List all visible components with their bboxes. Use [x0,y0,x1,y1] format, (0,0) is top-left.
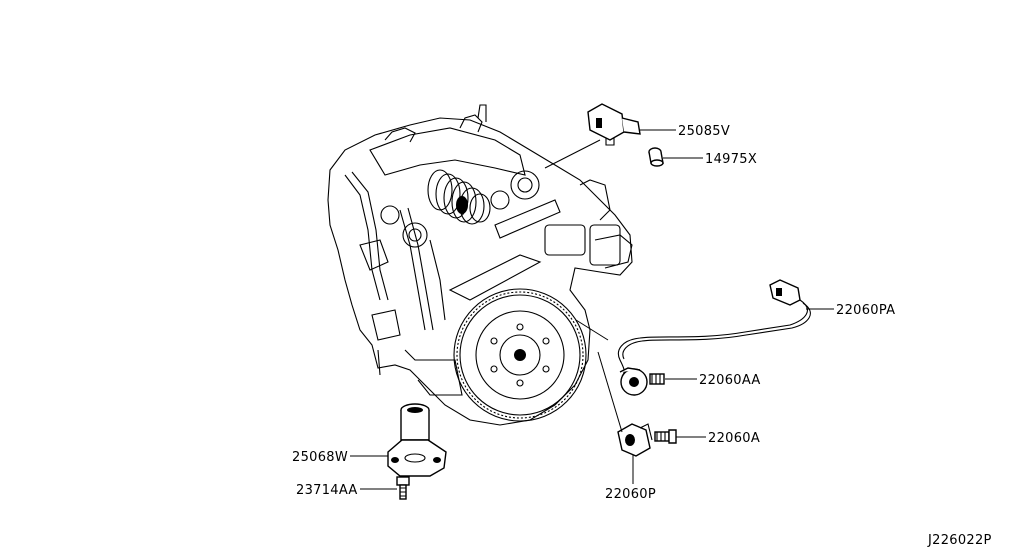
drawing-id: J226022P [927,533,992,548]
mount-bolt-part [396,476,410,500]
sensor-connector-part [587,103,641,146]
label-25068W: 25068W [292,450,348,465]
label-22060AA: 22060AA [699,373,761,388]
flywheel [453,288,587,422]
oring-part [648,147,664,167]
label-23714AA: 23714AA [296,483,358,498]
label-22060PA: 22060PA [836,303,895,318]
leader-lines [350,129,834,490]
label-14975X: 14975X [705,152,757,167]
oil-pressure-switch-part [387,403,447,477]
knock-sensor-part [619,367,665,396]
position-sensor-part [617,423,653,457]
label-22060A: 22060A [708,431,760,446]
intake-hose [427,169,491,225]
sensor-bolt-part [654,429,677,444]
engine-assembly [327,104,633,426]
sensor-harness-part [617,279,811,377]
label-22060P: 22060P [605,487,656,502]
label-25085V: 25085V [678,124,730,139]
